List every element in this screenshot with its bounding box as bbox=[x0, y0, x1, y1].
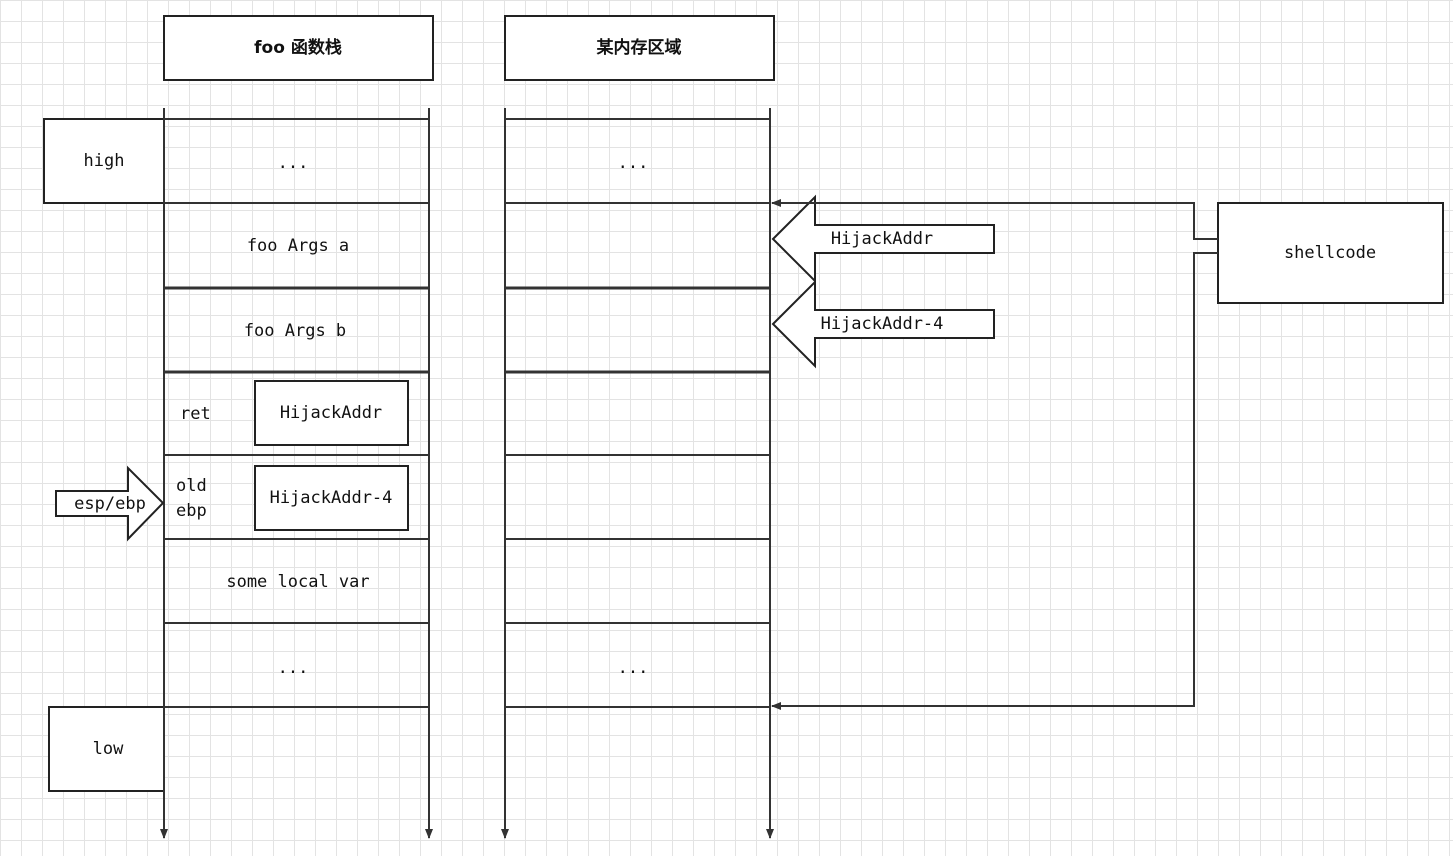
ret-label: ret bbox=[180, 404, 211, 424]
foo-stack-header: foo 函数栈 bbox=[163, 15, 434, 81]
memory-region-header: 某内存区域 bbox=[504, 15, 775, 81]
esp-ebp-arrow: esp/ebp bbox=[55, 465, 165, 542]
memory-bottom-ellipsis: ... bbox=[618, 658, 649, 678]
shellcode-box: shellcode bbox=[1217, 202, 1444, 304]
high-label-box: high bbox=[43, 118, 165, 204]
svg-text:某内存区域: 某内存区域 bbox=[597, 37, 682, 58]
low-label-box: low bbox=[48, 706, 165, 792]
foo-stack-top-ellipsis: ... bbox=[278, 153, 309, 173]
hijack-addr-arrow: HijackAddr bbox=[771, 194, 995, 284]
ret-value-box: HijackAddr bbox=[254, 380, 409, 446]
foo-stack-separators bbox=[164, 118, 429, 708]
svg-text:HijackAddr-4: HijackAddr-4 bbox=[821, 314, 944, 334]
foo-args-b-cell: foo Args b bbox=[244, 321, 346, 341]
svg-text:HijackAddr: HijackAddr bbox=[280, 403, 382, 423]
svg-text:shellcode: shellcode bbox=[1284, 243, 1376, 263]
hijack-addr-minus-4-arrow: HijackAddr-4 bbox=[771, 279, 995, 369]
svg-text:foo 函数栈: foo 函数栈 bbox=[254, 37, 342, 58]
memory-separators bbox=[505, 118, 770, 708]
svg-text:HijackAddr-4: HijackAddr-4 bbox=[270, 488, 393, 508]
foo-stack-bottom-ellipsis: ... bbox=[278, 658, 309, 678]
shellcode-to-memory-top-connector bbox=[771, 199, 1218, 240]
local-var-cell: some local var bbox=[226, 572, 369, 592]
svg-text:high: high bbox=[84, 151, 125, 171]
old-ebp-label-line1: old bbox=[176, 476, 207, 496]
memory-top-ellipsis: ... bbox=[618, 153, 649, 173]
svg-text:esp/ebp: esp/ebp bbox=[74, 494, 146, 514]
shellcode-to-memory-bottom-connector bbox=[771, 252, 1218, 710]
svg-text:low: low bbox=[93, 739, 124, 759]
foo-args-a-cell: foo Args a bbox=[247, 236, 349, 256]
svg-text:HijackAddr: HijackAddr bbox=[831, 229, 933, 249]
old-ebp-label-line2: ebp bbox=[176, 501, 207, 521]
old-ebp-value-box: HijackAddr-4 bbox=[254, 465, 409, 531]
